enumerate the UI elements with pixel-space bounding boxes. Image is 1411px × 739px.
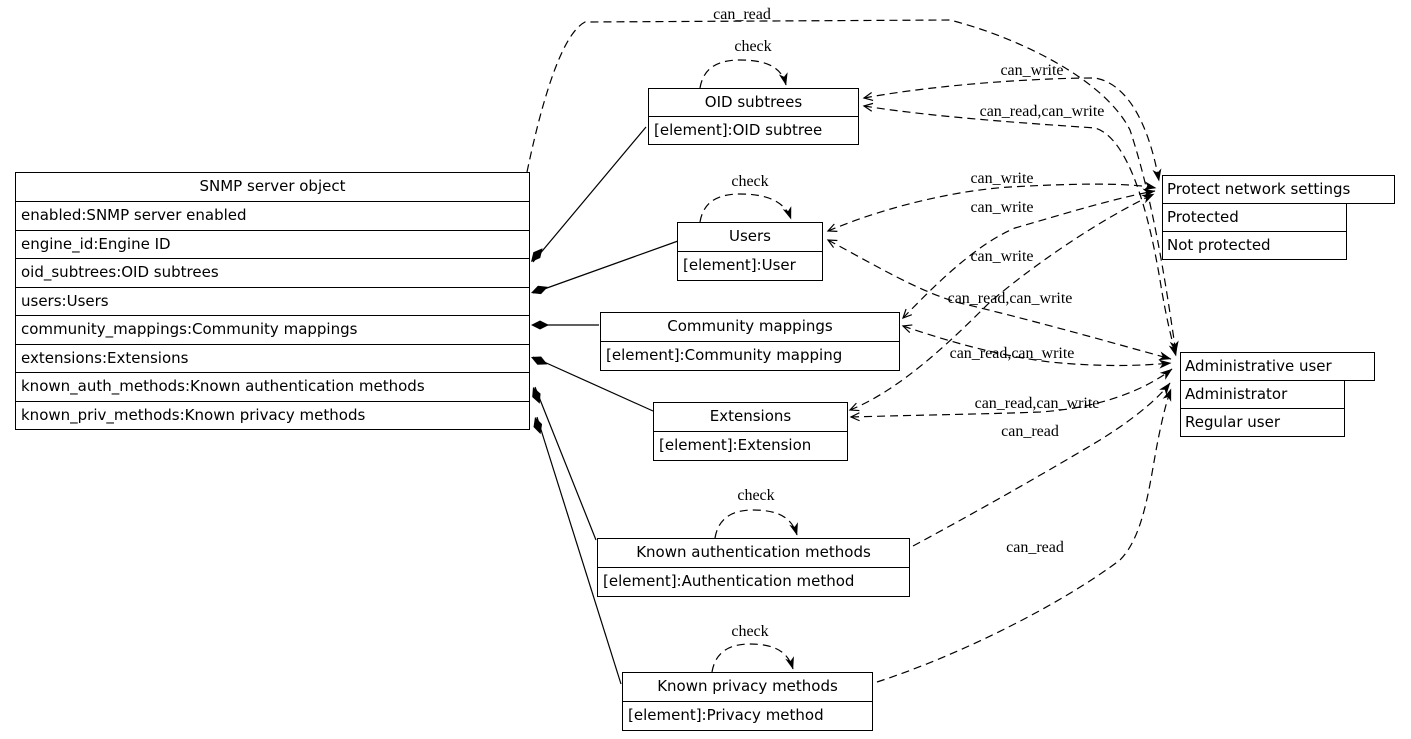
- node-title: Users: [728, 227, 771, 245]
- edge-snmp-users: [532, 240, 679, 294]
- edge-label: can_read,can_write: [948, 290, 1073, 307]
- node-title: Known authentication methods: [636, 543, 871, 561]
- self-loop-oid-check: [699, 59, 788, 89]
- attribute-row: [element]:OID subtree: [649, 116, 858, 144]
- node-title: SNMP server object: [199, 177, 346, 195]
- attribute-row: [element]:Extension: [654, 431, 847, 460]
- diamond-icon: [532, 387, 541, 404]
- check-label: check: [731, 623, 768, 640]
- edge-auth-admin-can-read: [912, 382, 1171, 547]
- edge-snmp-known-priv: [536, 416, 622, 685]
- edge-oid-protect-can-write: [862, 77, 1162, 182]
- edge-label: can_read,can_write: [950, 345, 1075, 362]
- diamond-icon: [531, 320, 549, 330]
- edge-label: can_write: [970, 248, 1033, 265]
- attribute-row: enabled:SNMP server enabled: [16, 201, 529, 230]
- attribute-row: [element]:Privacy method: [623, 701, 872, 730]
- check-label: check: [737, 487, 774, 504]
- node-title: Protect network settings: [1162, 175, 1395, 204]
- value-row: Protected: [1162, 203, 1347, 232]
- self-loop-users-check: [699, 193, 792, 223]
- edge-label: can_read,can_write: [980, 103, 1105, 120]
- node-known-auth-methods: Known authentication methods [element]:A…: [597, 538, 910, 597]
- edge-label: can_read,can_write: [975, 395, 1100, 412]
- node-title: Known privacy methods: [657, 677, 838, 695]
- node-snmp-server-object: SNMP server object enabled:SNMP server e…: [15, 172, 530, 430]
- diamond-icon: [533, 417, 543, 435]
- edge-label: can_write: [970, 199, 1033, 216]
- composition-diamonds: [531, 248, 549, 435]
- attribute-row: oid_subtrees:OID subtrees: [16, 258, 529, 287]
- attribute-row: [element]:User: [678, 251, 822, 280]
- check-label: check: [734, 38, 771, 55]
- node-known-priv-methods: Known privacy methods [element]:Privacy …: [622, 672, 873, 731]
- diamond-icon: [531, 248, 543, 262]
- edge-community-admin-can-read-write: [901, 324, 1172, 369]
- node-title: Extensions: [709, 407, 792, 425]
- node-administrative-user: Administrative user Administrator Regula…: [1180, 352, 1375, 437]
- attribute-row: engine_id:Engine ID: [16, 229, 529, 259]
- edge-priv-admin-can-read: [876, 388, 1172, 683]
- diamond-icon: [531, 356, 548, 365]
- node-community-mappings: Community mappings [element]:Community m…: [600, 312, 900, 371]
- node-protect-network-settings: Protect network settings Protected Not p…: [1162, 175, 1395, 260]
- edge-label: can_write: [970, 170, 1033, 187]
- edge-extensions-admin-can-read-write: [849, 368, 1173, 422]
- value-row: Not protected: [1162, 231, 1347, 260]
- value-row: Administrator: [1180, 380, 1345, 409]
- self-loop-priv-check: [711, 643, 794, 673]
- self-loop-auth-check: [714, 509, 798, 539]
- edge-users-protect-can-write: [826, 181, 1157, 233]
- node-title: OID subtrees: [704, 93, 803, 111]
- edge-snmp-extensions: [532, 356, 654, 412]
- attribute-row: users:Users: [16, 286, 529, 316]
- edge-snmp-oid-subtrees: [532, 126, 647, 263]
- node-extensions: Extensions [element]:Extension: [653, 402, 848, 461]
- attribute-row: known_auth_methods:Known authentication …: [16, 372, 529, 401]
- permission-edges: [526, 19, 1179, 683]
- edge-snmp-known-auth: [534, 386, 597, 541]
- edge-snmp-admin-can-read: [526, 19, 1179, 354]
- edge-label: can_read: [1001, 423, 1059, 440]
- value-row: Regular user: [1180, 408, 1345, 437]
- attribute-row: community_mappings:Community mappings: [16, 315, 529, 344]
- edge-labels: can_read can_write can_read,can_write ca…: [713, 6, 1104, 640]
- check-label: check: [731, 173, 768, 190]
- edge-label: can_read: [713, 6, 771, 23]
- edge-label: can_read: [1006, 539, 1064, 556]
- edge-users-admin-can-read-write: [826, 239, 1172, 361]
- attribute-row: extensions:Extensions: [16, 343, 529, 373]
- attribute-row: [element]:Community mapping: [601, 341, 899, 370]
- node-title: Administrative user: [1180, 352, 1375, 381]
- attribute-row: [element]:Authentication method: [598, 567, 909, 596]
- node-oid-subtrees: OID subtrees [element]:OID subtree: [648, 88, 859, 145]
- edge-label: can_write: [1000, 62, 1063, 79]
- node-title: Community mappings: [667, 317, 833, 335]
- node-users: Users [element]:User: [677, 222, 823, 281]
- diamond-icon: [531, 285, 548, 295]
- attribute-row: known_priv_methods:Known privacy methods: [16, 400, 529, 430]
